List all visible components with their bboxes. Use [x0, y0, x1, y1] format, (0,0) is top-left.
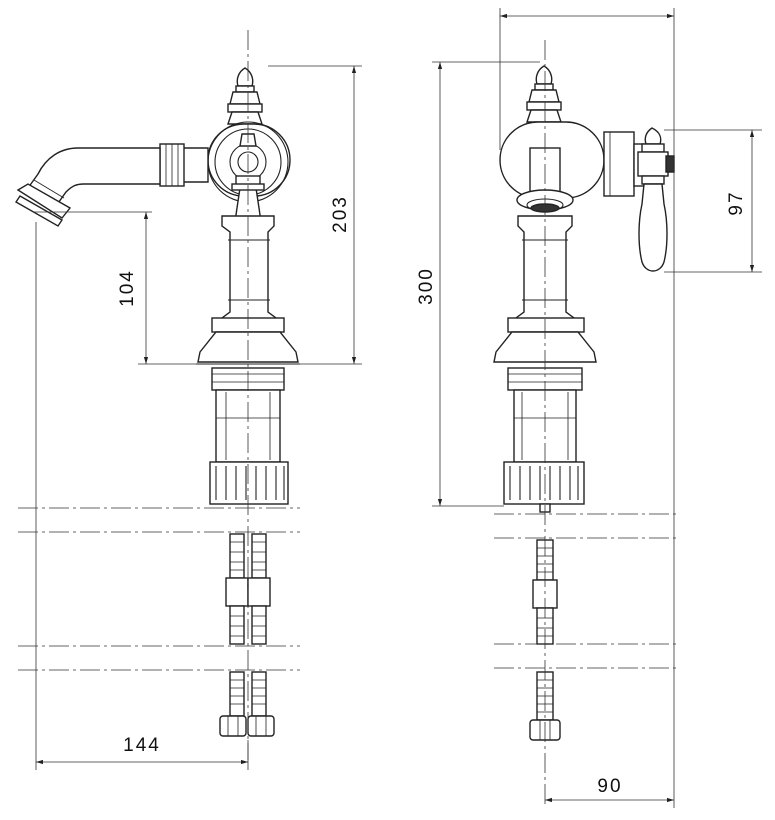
dimension-97: 97 — [726, 190, 747, 215]
dimension-203: 203 — [330, 195, 351, 233]
side-view: 203 104 144 — [15, 30, 362, 770]
dimension-104: 104 — [117, 269, 138, 307]
dimension-90: 90 — [597, 776, 622, 797]
supply-hoses-side — [219, 533, 275, 737]
front-view: 300 97 90 — [416, 8, 762, 808]
dimension-144: 144 — [123, 735, 161, 756]
dimension-300: 300 — [416, 267, 437, 305]
